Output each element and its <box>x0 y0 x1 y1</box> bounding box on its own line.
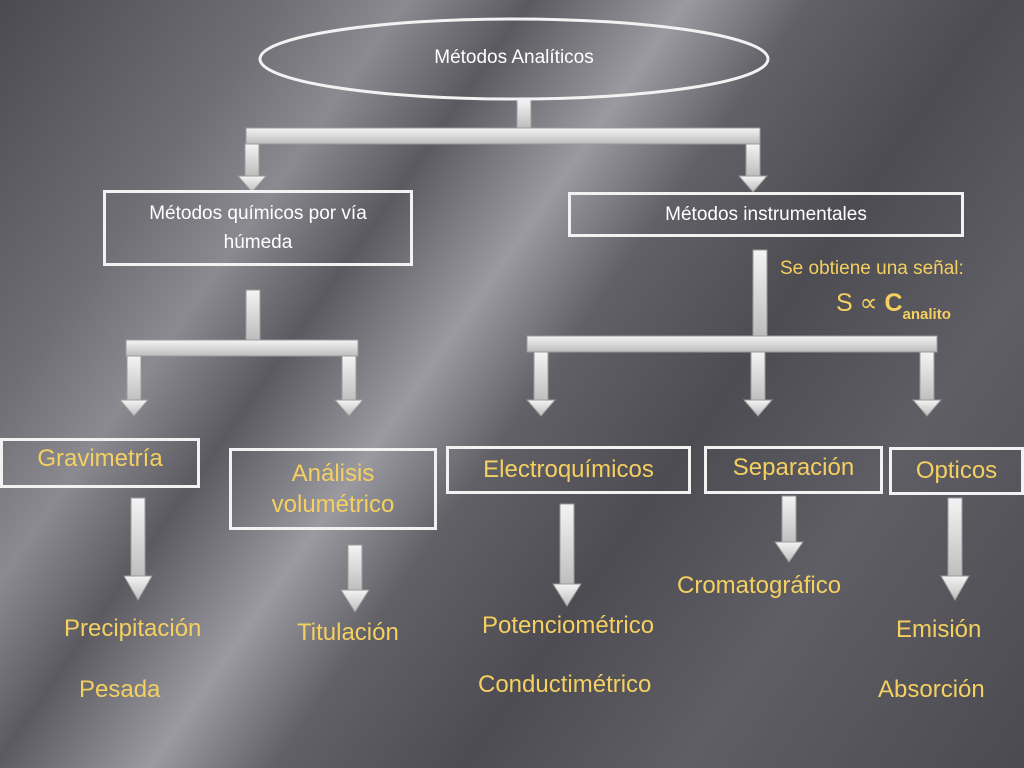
volumetrico-box: Análisis volumétrico <box>229 448 437 530</box>
arrow-sep-head <box>774 541 804 563</box>
root-label: Métodos Analíticos <box>434 47 594 68</box>
instr-bar <box>526 335 938 353</box>
pesada-label: Pesada <box>79 676 161 703</box>
chemical-methods-box: Métodos químicos por vía húmeda <box>103 190 413 266</box>
chem-drop-right <box>341 355 357 403</box>
root-stem <box>516 99 532 129</box>
chem-drop-left <box>126 355 142 403</box>
signal-formula: S ∝ Canalito <box>836 288 951 323</box>
chemical-methods-label: Métodos químicos por vía húmeda <box>149 203 367 253</box>
instr-drop-3 <box>919 351 935 403</box>
proportional-symbol: ∝ <box>859 289 878 317</box>
arrow-vol-shaft <box>347 544 363 592</box>
conductimetrico-label: Conductimétrico <box>478 671 652 698</box>
volumetrico-label: Análisis volumétrico <box>271 460 395 518</box>
arrow-vol-head <box>340 589 370 613</box>
instr-drop-2-head <box>742 399 774 417</box>
drop-instr-shaft <box>745 143 761 177</box>
drop-chemical-shaft <box>244 143 260 177</box>
gravimetria-box: Gravimetría <box>0 438 200 488</box>
chem-bar <box>125 339 359 357</box>
potenciometrico-label: Potenciométrico <box>482 612 655 639</box>
instrumental-methods-box: Métodos instrumentales <box>568 192 964 237</box>
titulacion-label: Titulación <box>297 619 399 646</box>
arrow-opt-head <box>940 575 970 601</box>
signal-c: C <box>884 289 903 317</box>
arrow-sep-shaft <box>781 495 797 545</box>
chem-stem <box>245 289 261 341</box>
emision-label: Emisión <box>896 616 982 643</box>
arrow-elec-shaft <box>559 503 575 587</box>
chem-drop-left-head <box>118 399 150 417</box>
root-ellipse <box>258 17 770 101</box>
arrow-elec-head <box>552 583 582 607</box>
absorcion-label: Absorción <box>878 676 985 703</box>
arrow-grav-shaft <box>130 497 146 579</box>
drop-instr-head <box>737 175 769 193</box>
drop-chemical-head <box>236 175 268 193</box>
signal-note: Se obtiene una señal: <box>780 258 964 279</box>
precipitacion-label: Precipitación <box>64 615 202 642</box>
top-bar <box>245 127 761 145</box>
arrow-opt-shaft <box>947 497 963 579</box>
opticos-label: Opticos <box>915 457 998 484</box>
gravimetria-label: Gravimetría <box>37 445 163 472</box>
electroquimicos-box: Electroquímicos <box>446 446 691 494</box>
instr-stem <box>752 249 768 337</box>
cromatografico-label: Cromatográfico <box>677 572 842 599</box>
chem-drop-right-head <box>333 399 365 417</box>
instrumental-methods-label: Métodos instrumentales <box>665 203 867 225</box>
signal-subscript: analito <box>902 306 951 323</box>
arrow-grav-head <box>123 575 153 601</box>
instr-drop-2 <box>750 351 766 403</box>
opticos-box: Opticos <box>889 447 1024 495</box>
instr-drop-3-head <box>911 399 943 417</box>
instr-drop-1-head <box>525 399 557 417</box>
separacion-box: Separación <box>704 446 883 494</box>
electroquimicos-label: Electroquímicos <box>483 456 654 483</box>
signal-s: S <box>836 289 853 317</box>
separacion-label: Separación <box>732 454 855 481</box>
instr-drop-1 <box>533 351 549 403</box>
